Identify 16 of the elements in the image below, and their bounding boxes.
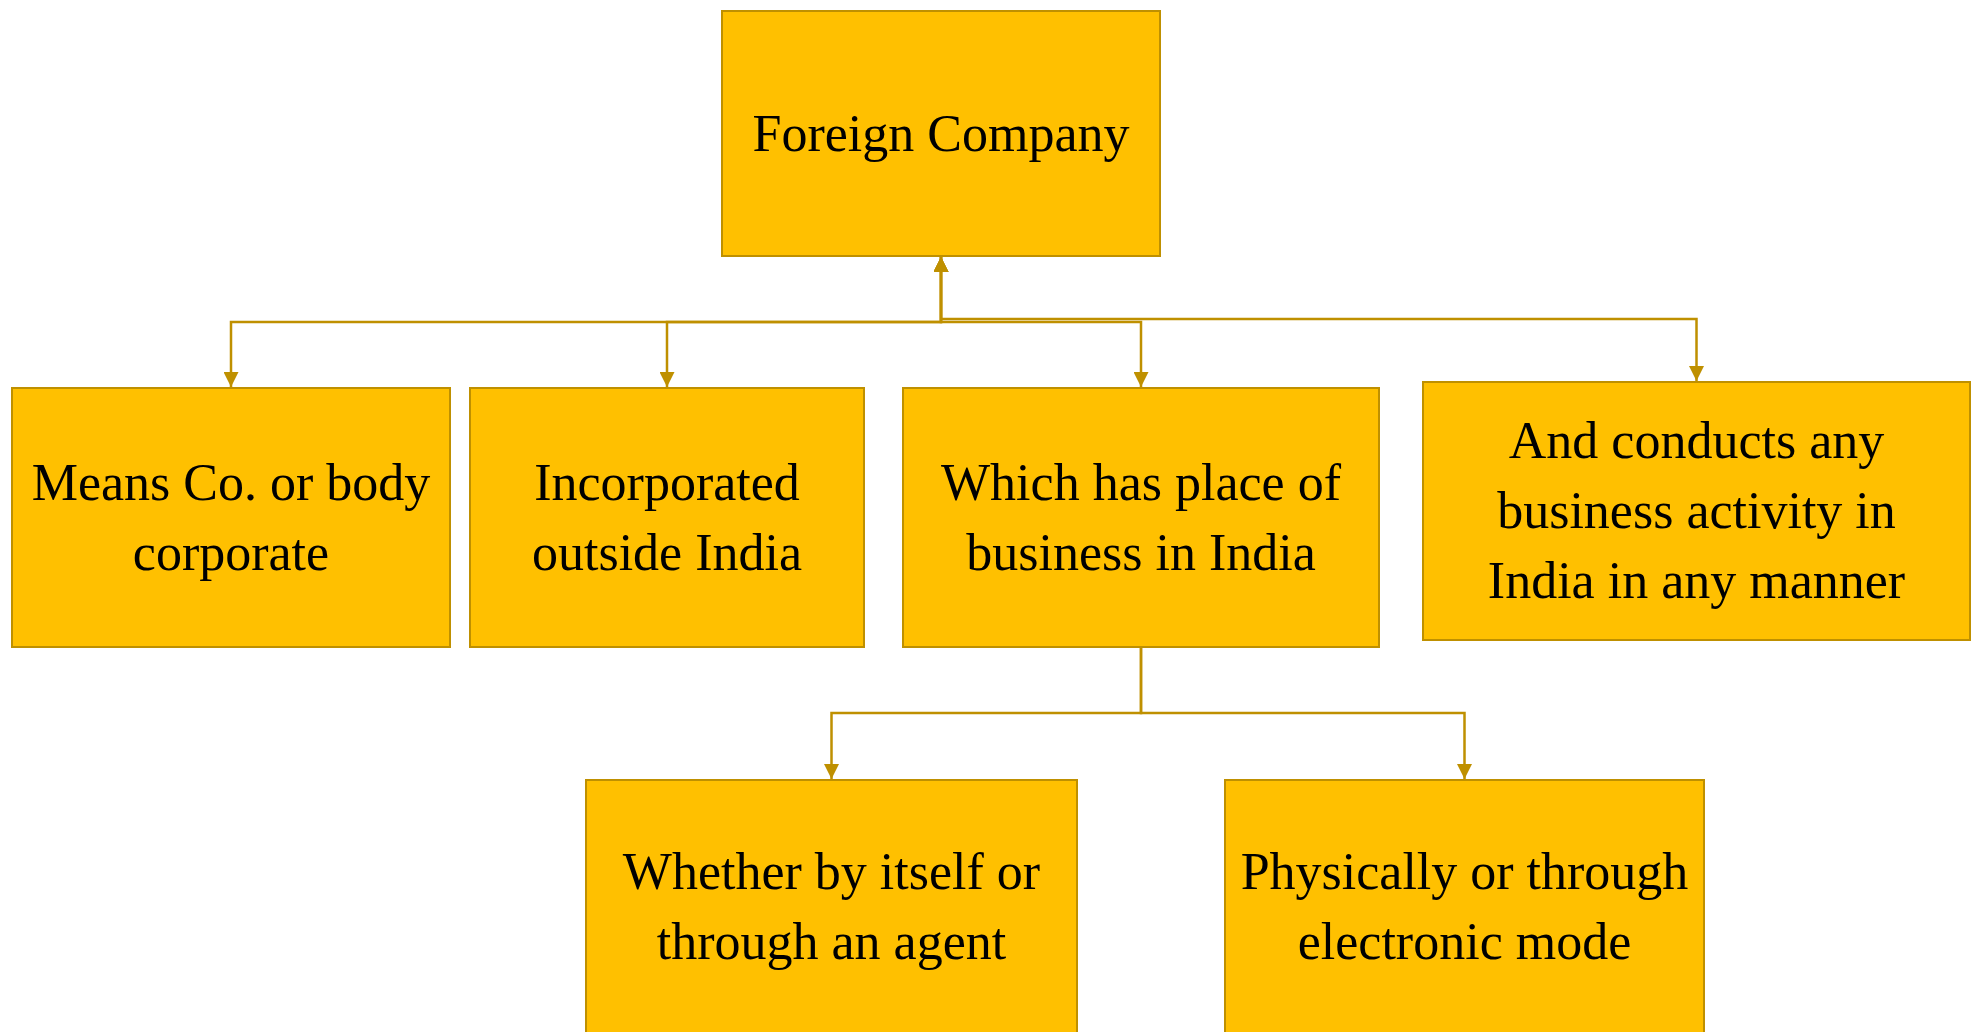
text-box	[1224, 779, 1705, 1032]
box-label: Incorporated outside India	[530, 452, 804, 583]
text-box	[721, 10, 1161, 257]
connector-arrow	[1139, 648, 1472, 779]
text-box	[1422, 381, 1971, 641]
box-label: Which has place of business in India	[940, 452, 1342, 583]
text-box	[469, 387, 865, 648]
box-label: Whether by itself or through an agent	[621, 841, 1042, 972]
text-box	[585, 779, 1078, 1032]
connector-arrow	[933, 257, 1704, 381]
box-label: And conducts any business activity in India in any manner	[1486, 411, 1907, 611]
text-box	[902, 387, 1380, 648]
box-label: Foreign Company	[752, 103, 1130, 164]
box-label: Physically or through electronic mode	[1240, 841, 1689, 972]
text-box	[11, 387, 451, 648]
box-label: Means Co. or body corporate	[30, 452, 432, 583]
